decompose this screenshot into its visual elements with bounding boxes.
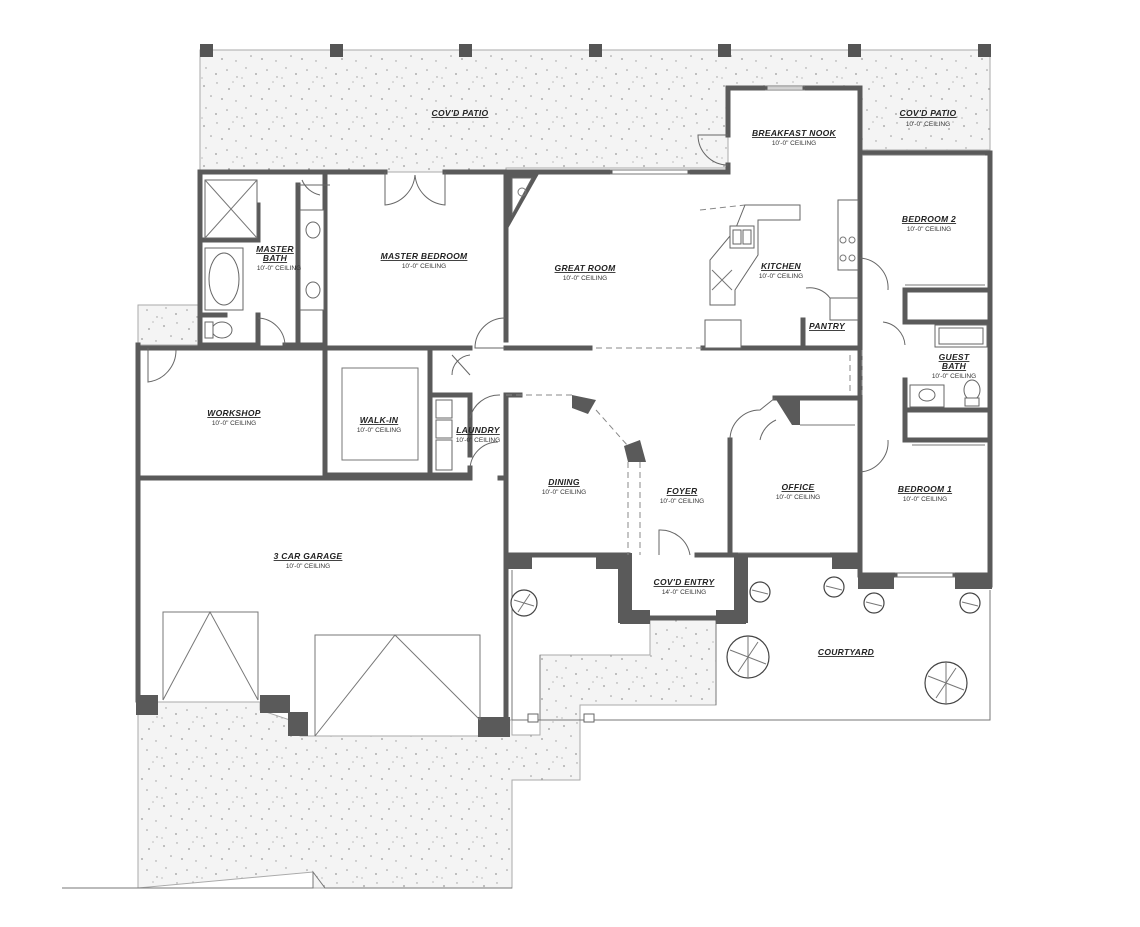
tree-icon <box>726 635 770 679</box>
label-bedroom-2: BEDROOM 2 10'-0" CEILING <box>902 214 956 233</box>
svg-text:MASTER BEDROOM: MASTER BEDROOM <box>381 251 468 261</box>
label-kitchen: KITCHEN 10'-0" CEILING <box>759 261 803 280</box>
label-dining: DINING 10'-0" CEILING <box>542 477 586 496</box>
svg-text:10'-0" CEILING: 10'-0" CEILING <box>906 121 950 128</box>
tree-icon <box>924 661 968 705</box>
shrub-icon <box>510 589 538 617</box>
svg-text:10'-0" CEILING: 10'-0" CEILING <box>563 275 607 282</box>
label-bedroom-1: BEDROOM 1 10'-0" CEILING <box>898 484 952 503</box>
label-patio-right: COV'D PATIO 10'-0" CEILING <box>900 108 957 128</box>
svg-text:KITCHEN: KITCHEN <box>761 261 801 271</box>
label-garage: 3 CAR GARAGE 10'-0" CEILING <box>274 551 343 570</box>
patio-posts <box>200 44 991 57</box>
svg-text:OFFICE: OFFICE <box>782 482 815 492</box>
label-great-room: GREAT ROOM 10'-0" CEILING <box>555 263 617 282</box>
label-pantry: PANTRY <box>809 321 846 331</box>
svg-text:10'-0" CEILING: 10'-0" CEILING <box>772 140 816 147</box>
master-bath-fixtures <box>204 179 325 339</box>
guest-bath-fixtures <box>909 324 988 408</box>
driveway-paving <box>137 701 581 889</box>
svg-text:10'-0" CEILING: 10'-0" CEILING <box>759 273 803 280</box>
kitchen-island <box>704 199 859 349</box>
label-master-bedroom: MASTER BEDROOM 10'-0" CEILING <box>381 251 468 270</box>
laundry-machines <box>435 399 453 471</box>
courtyard <box>511 570 991 723</box>
svg-text:10'-0" CEILING: 10'-0" CEILING <box>660 498 704 505</box>
svg-text:14'-0" CEILING: 14'-0" CEILING <box>662 589 706 596</box>
svg-text:LAUNDRY: LAUNDRY <box>456 425 501 435</box>
door-swings <box>147 134 906 556</box>
workshop-side-paving <box>137 304 201 346</box>
svg-text:GREAT ROOM: GREAT ROOM <box>555 263 617 273</box>
garage-doors <box>162 610 481 737</box>
svg-text:10'-0" CEILING: 10'-0" CEILING <box>257 265 301 272</box>
shrub-icon <box>749 581 771 603</box>
svg-text:10'-0" CEILING: 10'-0" CEILING <box>286 563 330 570</box>
svg-text:COV'D PATIO: COV'D PATIO <box>900 108 957 118</box>
svg-text:10'-0" CEILING: 10'-0" CEILING <box>212 420 256 427</box>
svg-text:COV'D ENTRY: COV'D ENTRY <box>654 577 716 587</box>
label-breakfast-nook: BREAKFAST NOOK 10'-0" CEILING <box>752 128 837 147</box>
svg-text:FOYER: FOYER <box>667 486 698 496</box>
svg-text:PANTRY: PANTRY <box>809 321 846 331</box>
svg-text:10'-0" CEILING: 10'-0" CEILING <box>402 263 446 270</box>
svg-text:WORKSHOP: WORKSHOP <box>207 408 260 418</box>
svg-text:BEDROOM 1: BEDROOM 1 <box>898 484 952 494</box>
svg-text:10'-0" CEILING: 10'-0" CEILING <box>932 373 976 380</box>
room-labels: COV'D PATIO COV'D PATIO 10'-0" CEILING BR… <box>207 108 976 657</box>
svg-text:BREAKFAST NOOK: BREAKFAST NOOK <box>752 128 837 138</box>
label-foyer: FOYER 10'-0" CEILING <box>660 486 704 505</box>
shrub-icon <box>959 592 981 614</box>
closet-rods <box>738 284 985 554</box>
svg-text:10'-0" CEILING: 10'-0" CEILING <box>907 226 951 233</box>
label-patio-top: COV'D PATIO <box>432 108 489 118</box>
label-workshop: WORKSHOP 10'-0" CEILING <box>207 408 260 427</box>
svg-text:BEDROOM 2: BEDROOM 2 <box>902 214 956 224</box>
label-office: OFFICE 10'-0" CEILING <box>776 482 820 501</box>
walk-in-shelves <box>341 367 419 461</box>
walls <box>135 85 993 723</box>
svg-text:10'-0" CEILING: 10'-0" CEILING <box>542 489 586 496</box>
svg-text:WALK-IN: WALK-IN <box>360 415 399 425</box>
label-courtyard: COURTYARD <box>818 647 874 657</box>
label-laundry: LAUNDRY 10'-0" CEILING <box>456 425 501 444</box>
sliding-doors <box>610 85 985 578</box>
svg-text:10'-0" CEILING: 10'-0" CEILING <box>776 494 820 501</box>
svg-text:DINING: DINING <box>548 477 580 487</box>
svg-text:10'-0" CEILING: 10'-0" CEILING <box>903 496 947 503</box>
svg-text:3 CAR GARAGE: 3 CAR GARAGE <box>274 551 343 561</box>
label-entry: COV'D ENTRY 14'-0" CEILING <box>654 577 716 596</box>
svg-text:COV'D PATIO: COV'D PATIO <box>432 108 489 118</box>
beam-lines <box>506 204 863 555</box>
svg-text:10'-0" CEILING: 10'-0" CEILING <box>456 437 500 444</box>
svg-text:COURTYARD: COURTYARD <box>818 647 874 657</box>
paving <box>137 49 991 889</box>
property-line <box>62 870 512 889</box>
fireplace <box>511 177 533 216</box>
svg-text:10'-0" CEILING: 10'-0" CEILING <box>357 427 401 434</box>
label-walk-in: WALK-IN 10'-0" CEILING <box>357 415 401 434</box>
shrub-icon <box>823 576 845 598</box>
entry-walk-paving <box>539 619 717 721</box>
wall-piers <box>136 172 992 737</box>
shrub-icon <box>863 592 885 614</box>
landscape-plants <box>510 576 981 705</box>
